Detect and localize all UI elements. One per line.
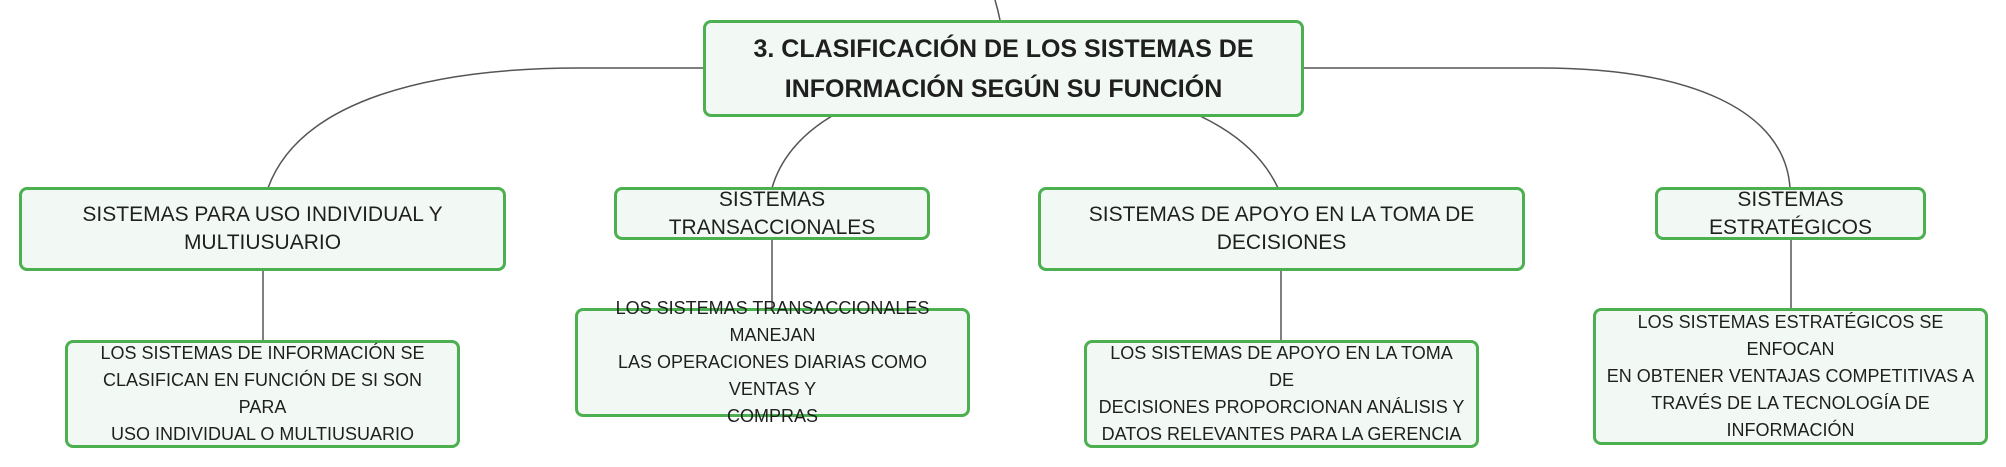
leaf-line: DATOS RELEVANTES PARA LA GERENCIA — [1101, 424, 1462, 444]
leaf-line: LOS SISTEMAS ESTRATÉGICOS SE ENFOCAN — [1637, 312, 1944, 359]
leaf-line: EN OBTENER VENTAJAS COMPETITIVAS A — [1606, 366, 1975, 386]
connector-root-branch-4 — [1304, 67, 1791, 189]
connector-parent-root — [994, 0, 1001, 21]
leaf-line: COMPRAS — [726, 406, 818, 426]
leaf-line: USO INDIVIDUAL O MULTIUSUARIO — [110, 424, 415, 444]
leaf-line: INFORMACIÓN — [1726, 420, 1855, 440]
branch-node-estrategicos[interactable]: SISTEMAS ESTRATÉGICOS — [1655, 187, 1926, 240]
leaf-node-apoyo-decisiones[interactable]: LOS SISTEMAS DE APOYO EN LA TOMA DE DECI… — [1084, 340, 1479, 448]
connector-root-branch-1 — [267, 67, 706, 189]
branch-label: SISTEMAS ESTRATÉGICOS — [1709, 187, 1872, 239]
branch-node-transaccionales[interactable]: SISTEMAS TRANSACCIONALES — [614, 187, 930, 240]
leaf-line: LAS OPERACIONES DIARIAS COMO VENTAS Y — [617, 352, 928, 399]
branch-label: SISTEMAS TRANSACCIONALES — [668, 187, 876, 239]
branch-label: SISTEMAS PARA USO INDIVIDUAL Y MULTIUSUA… — [82, 203, 443, 254]
leaf-node-transaccionales[interactable]: LOS SISTEMAS TRANSACCIONALES MANEJAN LAS… — [575, 298, 970, 426]
root-node[interactable]: 3. CLASIFICACIÓN DE LOS SISTEMAS DE INFO… — [703, 20, 1304, 117]
branch-label: SISTEMAS DE APOYO EN LA TOMA DE DECISION… — [1088, 203, 1475, 254]
leaf-line: TRAVÉS DE LA TECNOLOGÍA DE — [1651, 393, 1930, 413]
leaf-node-estrategicos[interactable]: LOS SISTEMAS ESTRATÉGICOS SE ENFOCAN EN … — [1593, 308, 1988, 445]
root-line-1: 3. CLASIFICACIÓN DE LOS SISTEMAS DE — [753, 34, 1254, 63]
branch-node-apoyo-decisiones[interactable]: SISTEMAS DE APOYO EN LA TOMA DE DECISION… — [1038, 187, 1525, 271]
connector-root-branch-3 — [1199, 115, 1279, 189]
root-line-2: INFORMACIÓN SEGÚN SU FUNCIÓN — [784, 74, 1223, 103]
leaf-node-individual-multiusuario[interactable]: LOS SISTEMAS DE INFORMACIÓN SE CLASIFICA… — [65, 340, 460, 448]
branch-node-individual-multiusuario[interactable]: SISTEMAS PARA USO INDIVIDUAL Y MULTIUSUA… — [19, 187, 506, 271]
leaf-line: CLASIFICAN EN FUNCIÓN DE SI SON PARA — [102, 370, 423, 417]
leaf-line: LOS SISTEMAS DE INFORMACIÓN SE — [100, 343, 425, 363]
leaf-line: DECISIONES PROPORCIONAN ANÁLISIS Y — [1098, 397, 1465, 417]
connector-root-branch-2 — [771, 115, 833, 189]
leaf-line: LOS SISTEMAS TRANSACCIONALES MANEJAN — [615, 298, 930, 345]
leaf-line: LOS SISTEMAS DE APOYO EN LA TOMA DE — [1110, 343, 1453, 390]
